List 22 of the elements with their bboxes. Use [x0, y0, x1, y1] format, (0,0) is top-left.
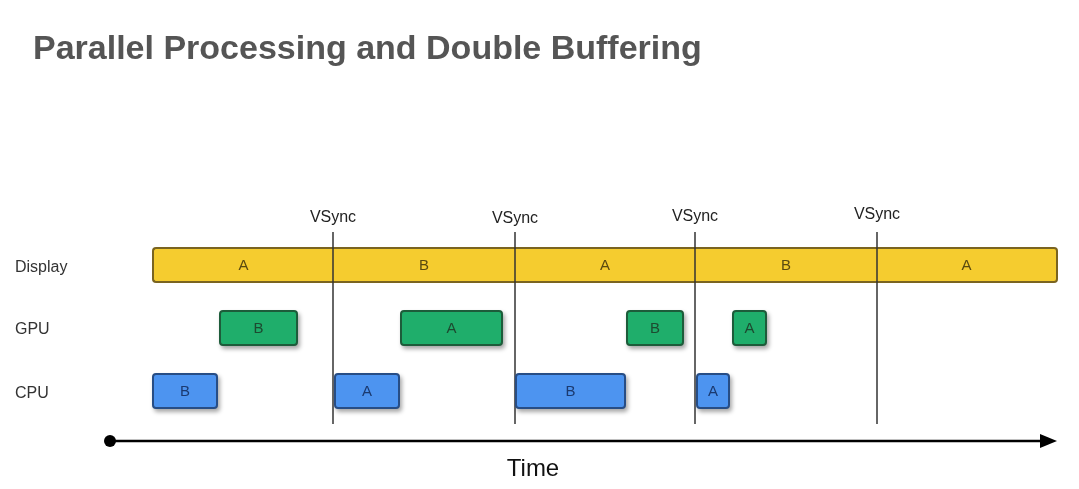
gpu-task-bar: A — [732, 310, 767, 346]
vsync-label: VSync — [309, 207, 357, 227]
row-label: CPU — [15, 383, 49, 403]
gpu-task-bar: B — [219, 310, 298, 346]
gpu-task-bar: A — [400, 310, 503, 346]
cpu-task-bar: B — [515, 373, 626, 409]
row-label: Display — [15, 257, 68, 277]
cpu-task-bar: B — [152, 373, 218, 409]
vsync-label: VSync — [491, 208, 539, 228]
display-frame-segment: A — [152, 247, 333, 283]
display-frame-segment: A — [877, 247, 1058, 283]
axis-label: Time — [506, 453, 560, 483]
cpu-task-bar: A — [334, 373, 400, 409]
cpu-task-bar: A — [696, 373, 730, 409]
vsync-label: VSync — [671, 206, 719, 226]
display-frame-segment: A — [515, 247, 695, 283]
row-label: GPU — [15, 319, 50, 339]
vsync-label: VSync — [853, 204, 901, 224]
display-frame-segment: B — [333, 247, 515, 283]
title: Parallel Processing and Double Buffering — [33, 27, 702, 68]
gpu-task-bar: B — [626, 310, 684, 346]
display-frame-segment: B — [695, 247, 877, 283]
